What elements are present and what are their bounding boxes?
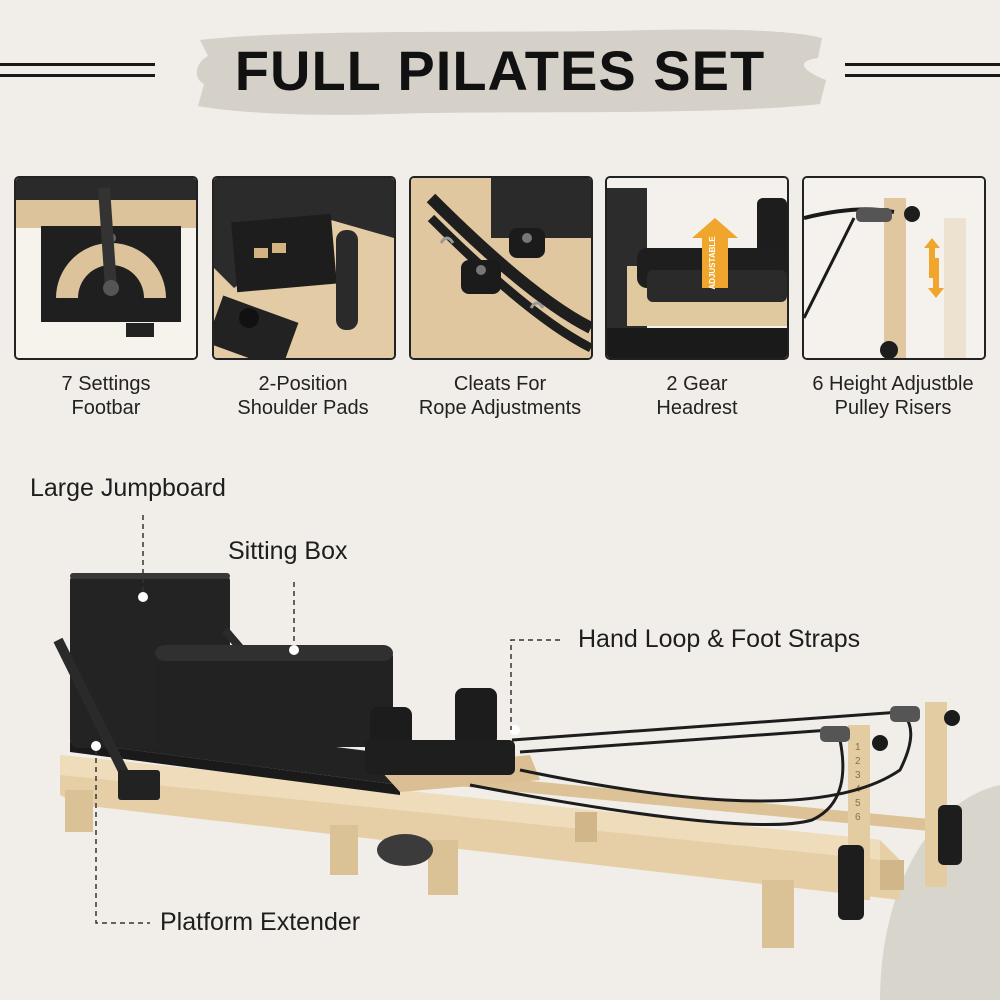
caption-line-2: Footbar [71, 397, 141, 419]
label-hand-loop-foot-straps: Hand Loop & Foot Straps [578, 625, 861, 653]
right-divider-line-2 [845, 74, 1000, 77]
feature-caption-shoulder-pads: 2-Position Shoulder Pads [198, 372, 408, 420]
sitting-box [155, 645, 393, 747]
background-arc [880, 785, 1000, 1000]
feature-thumbnails: ADJUSTABLE [0, 176, 1000, 366]
riser-number: 1 [855, 742, 861, 753]
left-divider-line [0, 63, 155, 66]
caption-line-1: 7 Settings [61, 373, 151, 395]
ropes [469, 706, 960, 827]
footbar-thumbnail [14, 176, 198, 360]
riser-number: 6 [855, 812, 861, 823]
label-large-jumpboard: Large Jumpboard [30, 474, 226, 502]
callout-lines [95, 515, 560, 924]
caption-line-1: 2 Gear [666, 373, 728, 395]
feature-caption-cleats: Cleats For Rope Adjustments [395, 372, 605, 420]
label-sitting-box: Sitting Box [228, 537, 348, 565]
title-banner: FULL PILATES SET [0, 0, 1000, 140]
caption-line-2: Shoulder Pads [237, 397, 369, 419]
headrest-thumbnail: ADJUSTABLE [605, 176, 789, 360]
reformer-illustration: 1 2 3 4 5 6 [53, 515, 1000, 1000]
pulley-risers-thumbnail [802, 176, 986, 360]
right-divider-line [845, 63, 1000, 66]
brush-stroke-background [196, 29, 826, 115]
reformer-frame [60, 702, 962, 948]
left-divider-line-2 [0, 74, 155, 77]
page-title: FULL PILATES SET [234, 39, 766, 102]
riser-number: 3 [855, 770, 861, 781]
cleats-thumbnail [409, 176, 593, 360]
caption-line-2: Rope Adjustments [418, 397, 582, 419]
caption-line-2: Headrest [656, 397, 738, 419]
adjustable-badge: ADJUSTABLE [708, 236, 717, 290]
caption-line-1: 6 Height Adjustble [812, 373, 974, 395]
platform-marker [91, 741, 101, 751]
label-platform-extender: Platform Extender [160, 908, 361, 936]
feature-caption-pulley-risers: 6 Height Adjustble Pulley Risers [788, 372, 998, 420]
shoulder-pads-thumbnail [212, 176, 396, 360]
caption-line-2: Pulley Risers [834, 397, 952, 419]
feature-caption-footbar: 7 Settings Footbar [1, 372, 211, 420]
caption-line-1: Cleats For [453, 373, 547, 395]
shoulder-rests [365, 688, 520, 775]
riser-number: 5 [855, 798, 861, 809]
caption-line-1: 2-Position [258, 373, 348, 395]
riser-number: 2 [855, 756, 861, 767]
feature-caption-headrest: 2 Gear Headrest [592, 372, 802, 420]
